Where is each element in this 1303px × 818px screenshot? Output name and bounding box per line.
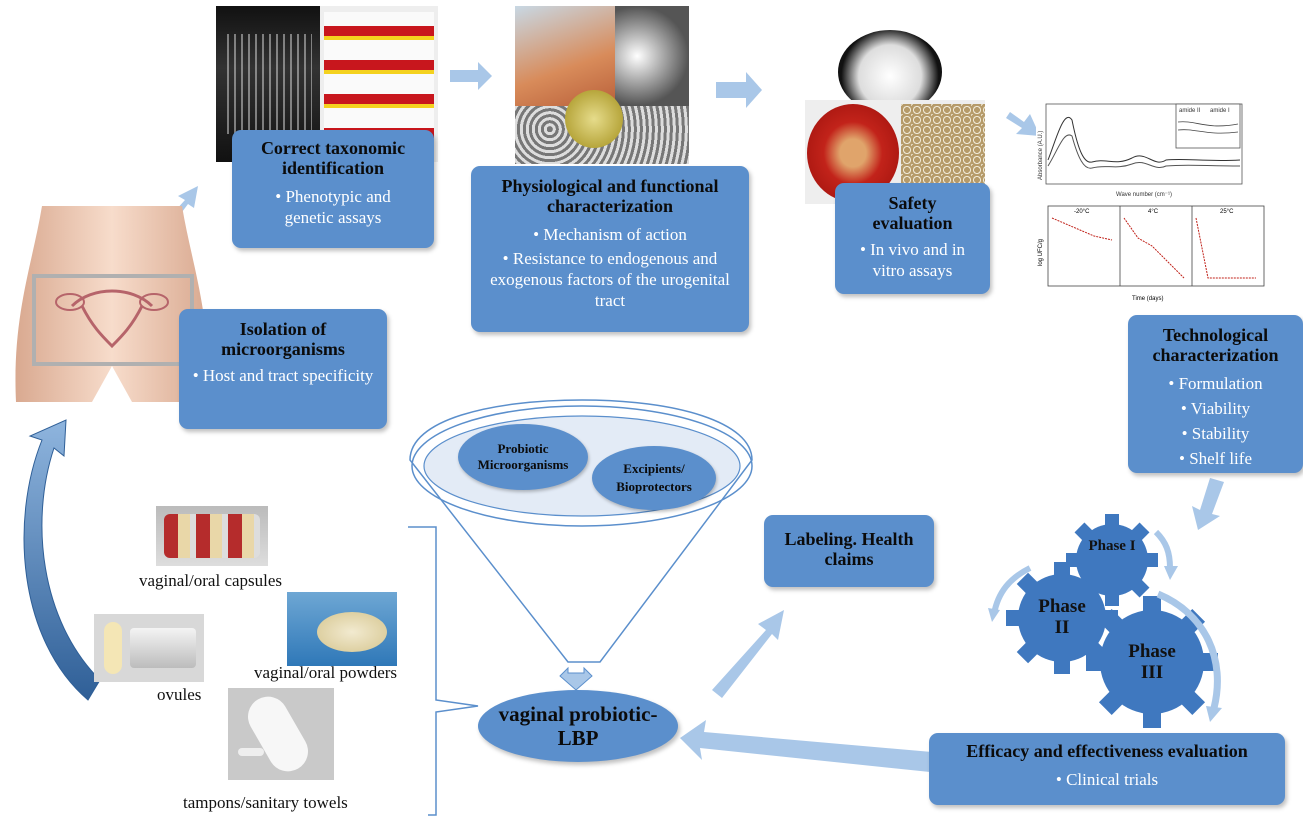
box-technological-bullet-3: Stability bbox=[1136, 421, 1295, 446]
box-safety-title: Safety evaluation bbox=[872, 193, 953, 233]
viability-ylabel: log UFC/g bbox=[1038, 239, 1044, 266]
return-curved-arrow bbox=[23, 419, 101, 701]
arrow-safety-to-chart bbox=[1006, 112, 1040, 136]
gear-phase-i-label: Phase I bbox=[1088, 538, 1136, 554]
box-isolation-title: Isolation of microorganisms bbox=[221, 319, 345, 359]
ovules-image bbox=[94, 614, 204, 682]
box-physiological-title: Physiological and functional characteriz… bbox=[501, 176, 719, 216]
spectrum-ylabel: Absorbance (A.U.) bbox=[1038, 131, 1044, 180]
viability-panel-1: -20°C bbox=[1074, 209, 1090, 215]
gear-phase-ii-label: Phase II bbox=[1038, 596, 1086, 638]
viability-panel-3: 25°C bbox=[1220, 209, 1234, 215]
ellipse-excipients-label: Excipients/ Bioprotectors bbox=[616, 461, 692, 494]
box-efficacy: Efficacy and effectiveness evaluation Cl… bbox=[929, 733, 1285, 805]
box-labeling-title: Labeling. Health claims bbox=[784, 529, 914, 569]
arrow-efficacy-to-product bbox=[680, 720, 932, 772]
spectrum-chart: Absorbance (A.U.) Wave number (cm⁻¹) ami… bbox=[1036, 100, 1256, 200]
box-physiological-bullet-1: Mechanism of action bbox=[479, 224, 741, 245]
box-taxonomy-title: Correct taxonomic identification bbox=[260, 138, 406, 178]
spectrum-inset-label-2: amide I bbox=[1210, 108, 1230, 114]
ellipse-excipients: Excipients/ Bioprotectors bbox=[592, 446, 716, 510]
viability-panel-2: 4°C bbox=[1148, 209, 1159, 215]
spectrum-inset-label-1: amide II bbox=[1179, 108, 1201, 114]
arrow-product-to-labeling bbox=[712, 610, 784, 698]
box-technological-bullet-4: Shelf life bbox=[1136, 446, 1295, 471]
ellipse-probiotic: Probiotic Microorganisms bbox=[458, 424, 588, 490]
gear-curve-arrow-top bbox=[1153, 529, 1173, 569]
box-isolation-bullet-1: Host and tract specificity bbox=[187, 365, 379, 386]
physiology-images bbox=[515, 6, 689, 164]
viability-xlabel: Time (days) bbox=[1132, 296, 1163, 302]
box-isolation: Isolation of microorganisms Host and tra… bbox=[179, 309, 387, 429]
box-technological-bullet-1: Formulation bbox=[1136, 371, 1295, 396]
box-efficacy-bullet-1: Clinical trials bbox=[937, 769, 1277, 790]
ellipse-probiotic-label: Probiotic Microorganisms bbox=[477, 441, 569, 472]
spectrum-xlabel: Wave number (cm⁻¹) bbox=[1116, 192, 1172, 198]
format-label-ovules: ovules bbox=[157, 685, 202, 704]
box-taxonomy: Correct taxonomic identification Phenoty… bbox=[232, 130, 434, 248]
arrow-taxonomy-to-physiological bbox=[450, 62, 492, 90]
funnel-down-arrow bbox=[559, 666, 593, 691]
format-label-powders: vaginal/oral powders bbox=[254, 663, 398, 682]
box-technological-title: Technological characterization bbox=[1152, 325, 1279, 365]
format-label-tampons: tampons/sanitary towels bbox=[183, 793, 348, 812]
box-taxonomy-bullet-1: Phenotypic and genetic assays bbox=[240, 186, 426, 228]
powder-image bbox=[287, 592, 397, 666]
format-label-capsules: vaginal/oral capsules bbox=[139, 571, 283, 590]
box-safety: Safety evaluation In vivo and in vitro a… bbox=[835, 183, 990, 294]
capsules-image bbox=[156, 506, 268, 566]
box-technological: Technological characterization Formulati… bbox=[1128, 315, 1303, 473]
gear-curve-arrow-right bbox=[1156, 590, 1221, 709]
formats-bracket bbox=[408, 526, 479, 816]
viability-chart: -20°C 4°C 25°C log UFC/g Time (days) bbox=[1036, 202, 1270, 304]
gear-phase-iii-label: Phase III bbox=[1128, 641, 1176, 683]
box-efficacy-title: Efficacy and effectiveness evaluation bbox=[966, 741, 1248, 761]
box-physiological-bullet-2: Resistance to endogenous and exogenous f… bbox=[479, 248, 741, 311]
product-ellipse: vaginal probiotic-LBP bbox=[478, 690, 678, 762]
arrow-technological-to-gears bbox=[1192, 478, 1224, 530]
tampons-image bbox=[228, 688, 334, 780]
box-safety-bullet-1: In vivo and in vitro assays bbox=[843, 239, 982, 281]
product-label: vaginal probiotic-LBP bbox=[498, 702, 658, 750]
box-physiological: Physiological and functional characteriz… bbox=[471, 166, 749, 332]
arrow-physiological-to-safety bbox=[716, 72, 762, 108]
box-labeling: Labeling. Health claims bbox=[764, 515, 934, 587]
funnel-rim bbox=[411, 405, 753, 527]
box-technological-bullet-2: Viability bbox=[1136, 396, 1295, 421]
gear-curve-arrow-left bbox=[991, 565, 1032, 615]
